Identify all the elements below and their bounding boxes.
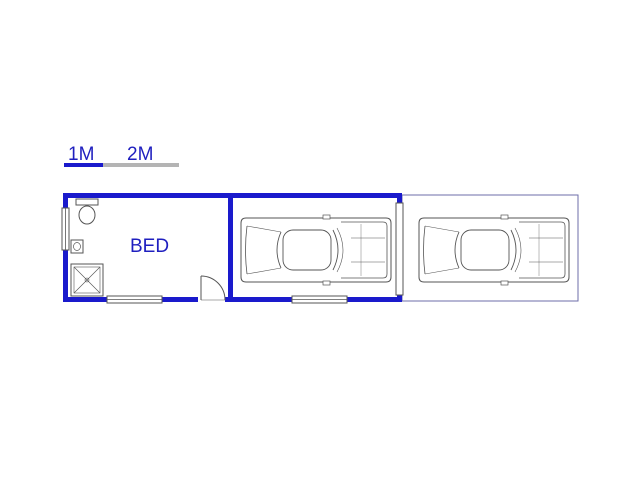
shower-icon (70, 263, 104, 297)
scale-segment-dark (64, 163, 103, 167)
car-icon (240, 214, 392, 286)
car-icon (418, 214, 570, 286)
garage-door (395, 202, 404, 296)
window-bed-bottom (106, 295, 163, 304)
scale-label-2m: 2M (127, 144, 153, 165)
toilet-icon (75, 198, 99, 225)
basin-icon (70, 239, 84, 254)
room-label-bed: BED (130, 236, 169, 257)
scale-bar: 1M 2M (64, 144, 179, 167)
door-swing-icon (198, 275, 226, 303)
scale-segment-light (103, 163, 179, 167)
scale-label-1m: 1M (68, 144, 94, 165)
window-garage-bottom (291, 295, 348, 304)
window-bath-side (61, 207, 70, 251)
